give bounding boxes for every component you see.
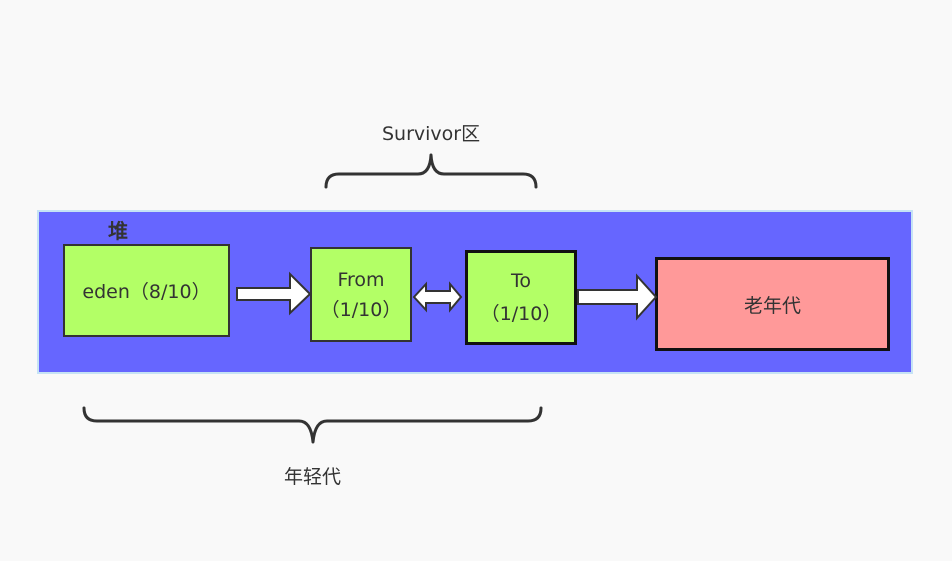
from-ratio: （1/10）	[320, 298, 402, 321]
from-label: From	[337, 268, 385, 291]
to-survivor-box: To （1/10）	[465, 250, 577, 345]
eden-box: eden（8/10）	[63, 244, 230, 337]
from-survivor-box: From （1/10）	[310, 247, 412, 342]
to-ratio: （1/10）	[480, 302, 562, 325]
old-generation-box: 老年代	[655, 257, 890, 351]
heap-label: 堆	[108, 219, 128, 243]
to-label: To	[510, 269, 531, 292]
eden-label: eden（8/10）	[82, 281, 211, 303]
young-generation-label: 年轻代	[284, 466, 342, 488]
survivor-label: Survivor区	[382, 123, 481, 145]
young-generation-brace	[82, 406, 543, 444]
survivor-brace	[324, 153, 538, 189]
old-generation-label: 老年代	[743, 294, 801, 317]
